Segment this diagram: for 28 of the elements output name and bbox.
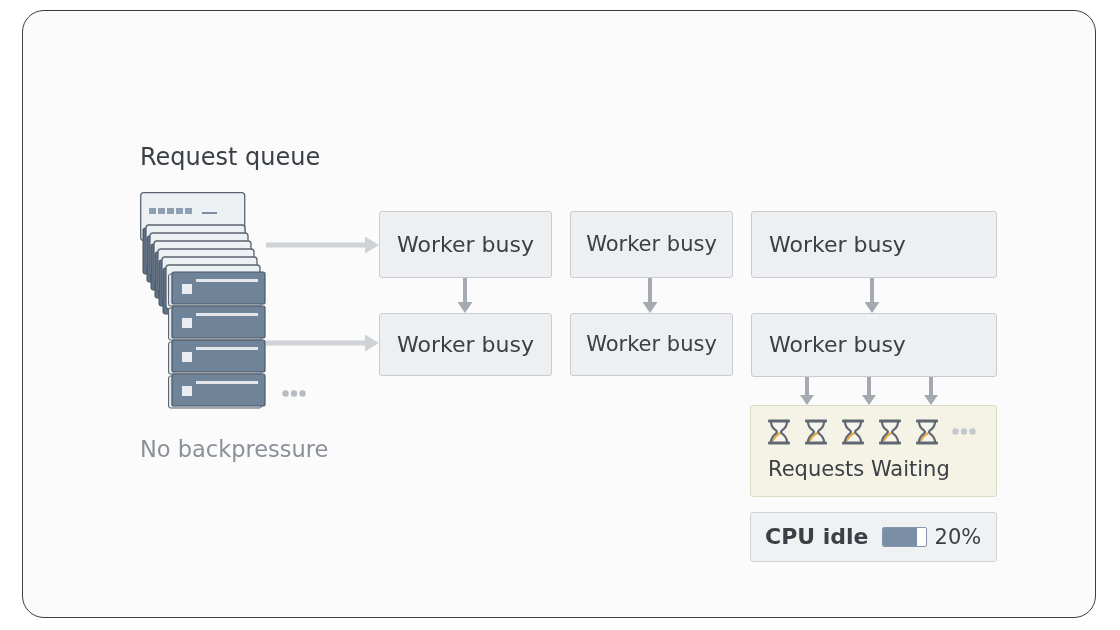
worker-box	[379, 313, 552, 376]
worker-box	[379, 211, 552, 278]
arrow	[926, 377, 936, 405]
node-label: Worker busy	[769, 331, 906, 359]
arrow	[866, 278, 878, 313]
worker-box	[751, 211, 997, 278]
node-label: Worker busy	[769, 230, 906, 259]
request-stack-picture	[140, 192, 266, 411]
arrow	[864, 377, 874, 405]
node-label: Worker busy	[397, 230, 534, 259]
waiting-panel	[750, 405, 997, 497]
arrow	[266, 336, 379, 350]
status-text: Requests Waiting	[768, 456, 950, 483]
arrow	[266, 238, 379, 252]
arrow	[644, 278, 656, 313]
node-label: Worker busy	[586, 231, 717, 258]
worker-box	[570, 313, 733, 376]
cpu-panel	[750, 512, 997, 562]
metric-value: 20%	[934, 523, 982, 551]
worker-box	[751, 313, 997, 377]
arrow	[459, 278, 471, 313]
node-label: Worker busy	[397, 330, 534, 359]
arrow	[802, 377, 812, 405]
heading: Request queue	[140, 142, 321, 172]
caption: No backpressure	[140, 435, 329, 464]
worker-box	[570, 211, 733, 278]
node-label: Worker busy	[586, 331, 717, 358]
metric-label: CPU idle	[765, 523, 869, 551]
